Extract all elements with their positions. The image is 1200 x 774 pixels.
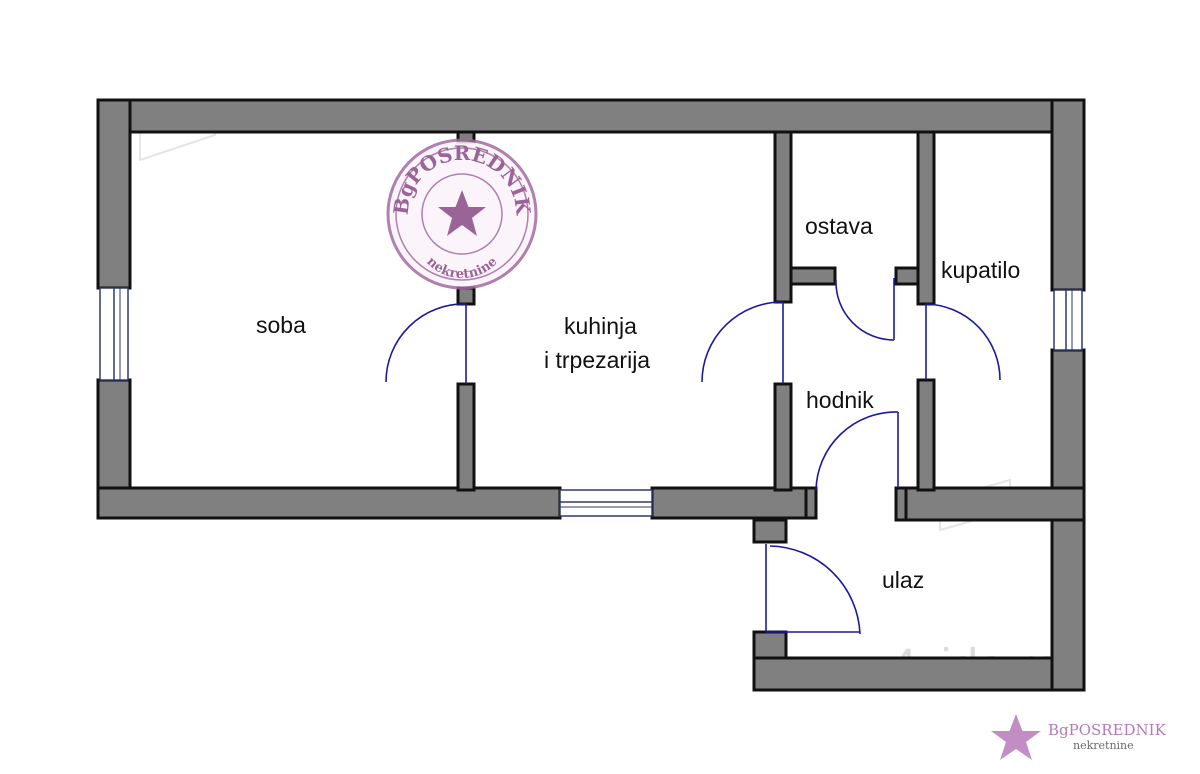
wall-partition-soba-lower (456, 382, 476, 492)
door-ulaz (765, 544, 861, 635)
corner-logo: BgPOSREDNIK nekretnine (991, 714, 1167, 760)
room-label-ulaz: ulaz (882, 567, 924, 593)
corner-logo-subtitle: nekretnine (1073, 739, 1134, 752)
wall-partition-kuhinja-upper (773, 130, 793, 304)
wall-partition-soba-stub (456, 286, 476, 306)
room-label-ostava: ostava (805, 213, 873, 239)
wall-ulaz-right (1050, 518, 1086, 692)
wall-ulaz-left-stub (752, 518, 788, 544)
room-label-kuhinja: kuhinja (564, 313, 637, 339)
wall-ostava-bottom-right (894, 266, 920, 286)
room-label-kupatilo: kupatilo (941, 257, 1020, 283)
wall-ostava-bottom (789, 266, 837, 286)
wall-bottom-right (900, 486, 1086, 522)
window-left (99, 287, 129, 381)
wall-partition-kupatilo-lower (916, 378, 936, 492)
room-label-soba: soba (256, 312, 306, 338)
room-label-hodnik: hodnik (806, 387, 874, 413)
door-ostava (835, 278, 895, 341)
wall-ulaz-bottom (752, 656, 1086, 692)
wall-bottom-middle (650, 486, 809, 520)
window-bottom (559, 489, 653, 517)
door-kupatilo (925, 303, 1001, 381)
window-right (1053, 289, 1083, 351)
wall-left-upper (96, 98, 132, 290)
wall-hodnik-jamb-left (804, 486, 818, 520)
walls (96, 98, 1086, 692)
wall-partition-kupatilo-upper (916, 130, 936, 306)
room-label-trpezarija: i trpezarija (544, 347, 650, 373)
door-soba (385, 303, 467, 384)
wall-hodnik-jamb-right (894, 486, 908, 522)
corner-logo-title: BgPOSREDNIK (1048, 721, 1167, 739)
doors (385, 278, 1001, 635)
agency-stamp: BgPOSREDNIK nekretnine (386, 138, 538, 290)
room-labels: soba kuhinja i trpezarija ostava kupatil… (256, 213, 1020, 593)
door-hodnik (815, 411, 899, 491)
wall-bottom-left (96, 486, 562, 520)
windows (99, 287, 1083, 517)
door-kuhinja (701, 301, 784, 384)
wall-right-upper (1050, 98, 1086, 292)
wall-top (96, 98, 1086, 134)
wall-partition-kuhinja-lower (773, 382, 793, 492)
star-icon (991, 714, 1041, 760)
star-icon (438, 190, 486, 236)
